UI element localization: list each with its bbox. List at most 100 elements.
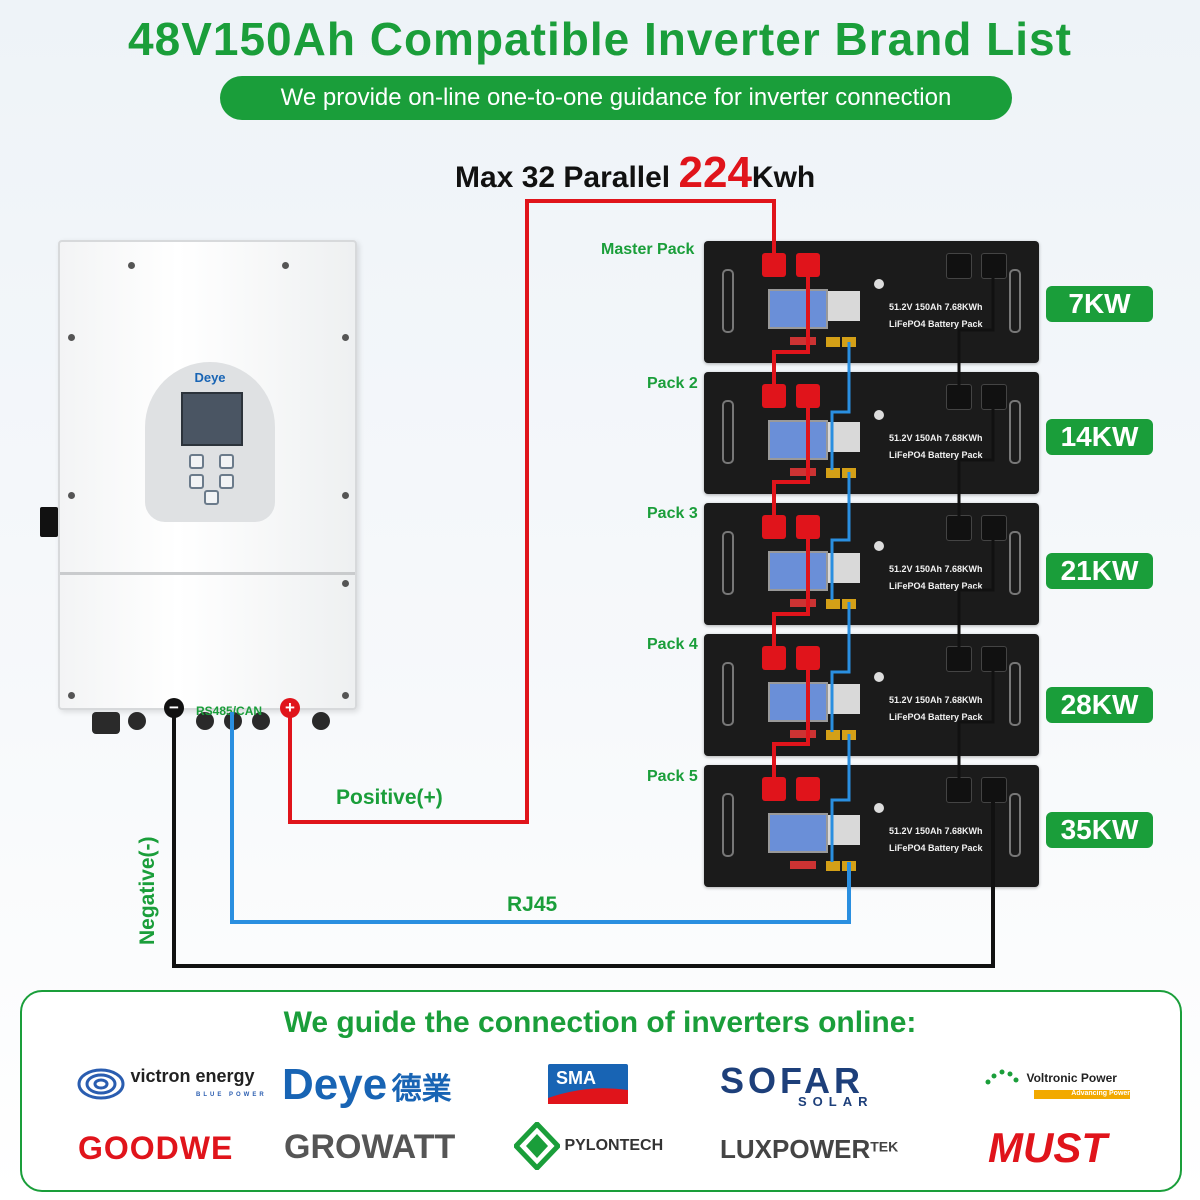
battery-handle [722, 400, 734, 464]
battery-handle [1009, 400, 1021, 464]
dip-switch [790, 337, 816, 345]
pack-label: Pack 4 [647, 636, 698, 653]
battery-logo-icon [874, 279, 884, 289]
positive-series-link [772, 670, 810, 782]
pack-power-badge: 35KW [1046, 812, 1153, 848]
battery-handle [722, 531, 734, 595]
battery-spec-line1: 51.2V 150Ah 7.68KWh [889, 433, 983, 443]
pack-power-badge: 21KW [1046, 553, 1153, 589]
brands-panel [20, 990, 1182, 1192]
brand-name: PYLONTECH [564, 1137, 664, 1155]
rj45-series-link [830, 602, 851, 732]
inverter-seam [60, 572, 355, 575]
battery-lcd [768, 682, 828, 722]
screw-icon [342, 692, 349, 699]
positive-terminal-icon [796, 515, 820, 539]
page-title: 48V150Ah Compatible Inverter Brand List [128, 13, 1072, 65]
inverter-button-icon [219, 454, 234, 469]
battery-handle [722, 269, 734, 333]
battery-logo-icon [874, 541, 884, 551]
voltronic-dots-icon [985, 1069, 1019, 1085]
battery-spec-line1: 51.2V 150Ah 7.68KWh [889, 695, 983, 705]
battery-handle [722, 793, 734, 857]
rj45-wire-label: RJ45 [507, 893, 558, 916]
battery-handle [1009, 662, 1021, 726]
screw-icon [68, 692, 75, 699]
brand-deye: Deye 德業 [282, 1060, 452, 1110]
positive-wire-label: Positive(+) [336, 786, 443, 809]
positive-terminal-icon [796, 646, 820, 670]
capacity-value: 224 [678, 148, 752, 197]
brand-name: victron energy [130, 1066, 255, 1087]
capacity-unit: Kwh [751, 161, 816, 194]
battery-spec-line1: 51.2V 150Ah 7.68KWh [889, 302, 983, 312]
brand-pylontech: PYLONTECH [512, 1120, 664, 1172]
negative-wire [172, 712, 995, 968]
inverter-switch [40, 507, 58, 537]
negative-terminal-icon [981, 646, 1007, 672]
brand-voltronic: Voltronic Power Advancing Power [982, 1066, 1130, 1099]
negative-series-link [957, 670, 995, 782]
rj45-series-link [830, 342, 851, 470]
rj45-wire [230, 712, 851, 924]
capacity-line: Max 32 Parallel 224Kwh [455, 148, 815, 198]
port-icon [128, 712, 146, 730]
brand-growatt: GROWATT [284, 1128, 456, 1166]
screw-icon [128, 262, 135, 269]
brand-sub: BLUE POWER [196, 1092, 267, 1098]
negative-series-link [957, 538, 995, 652]
rj45-series-link [830, 472, 851, 600]
brand-luxpower: LUXPOWERTEK [720, 1134, 898, 1165]
battery-logo-icon [874, 410, 884, 420]
dip-switch [790, 730, 816, 738]
inverter-unit: Deye [40, 240, 357, 710]
battery-handle [1009, 793, 1021, 857]
brand-sub: SOLAR [798, 1094, 874, 1109]
battery-spec-line2: LiFePO4 Battery Pack [889, 450, 983, 460]
dip-switch [790, 599, 816, 607]
pack-label: Master Pack [601, 241, 695, 258]
positive-series-link [772, 408, 810, 520]
brand-name: SOFAR [720, 1060, 865, 1101]
rj45-port-icon [826, 599, 840, 609]
negative-terminal-icon: − [164, 698, 184, 718]
inverter-button-icon [189, 454, 204, 469]
battery-handle [722, 662, 734, 726]
pack-power-badge: 28KW [1046, 687, 1153, 723]
battery-spec-line2: LiFePO4 Battery Pack [889, 712, 983, 722]
rj45-port-icon [826, 468, 840, 478]
battery-lcd [768, 813, 828, 853]
sma-swoosh-icon [548, 1088, 628, 1104]
battery-lcd [768, 289, 828, 329]
rs485-can-label: RS485/CAN [196, 704, 263, 718]
battery-spec-line2: LiFePO4 Battery Pack [889, 843, 983, 853]
rj45-series-link [830, 734, 851, 862]
subtitle-banner: We provide on-line one-to-one guidance f… [220, 76, 1012, 120]
screw-icon [68, 334, 75, 341]
pack-label: Pack 3 [647, 505, 698, 522]
brand-must: MUST [988, 1124, 1107, 1171]
pack-label: Pack 5 [647, 768, 698, 785]
dip-switch [790, 861, 816, 869]
brand-name: LUXPOWER [720, 1134, 871, 1164]
inverter-front-panel: Deye [145, 362, 275, 522]
positive-terminal-icon: + [280, 698, 300, 718]
pack-power-badge: 14KW [1046, 419, 1153, 455]
negative-series-link [957, 276, 995, 390]
battery-spec-line2: LiFePO4 Battery Pack [889, 319, 983, 329]
inverter-logo: Deye [194, 370, 226, 385]
brand-name: SMA [556, 1068, 596, 1088]
negative-series-link [957, 408, 995, 520]
battery-lcd [768, 420, 828, 460]
port-icon [312, 712, 330, 730]
battery-indicator-panel [828, 291, 860, 321]
rj45-port-icon [826, 337, 840, 347]
battery-handle [1009, 531, 1021, 595]
battery-handle [1009, 269, 1021, 333]
